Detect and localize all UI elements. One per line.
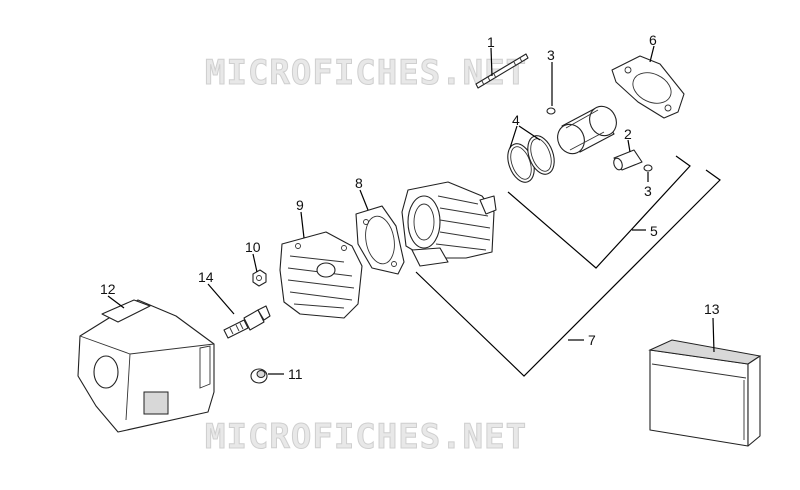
group-bracket-7 [415, 169, 721, 377]
cylinder-head-icon [279, 231, 363, 319]
callout-1: 1 [487, 34, 495, 50]
callout-6: 6 [649, 32, 657, 48]
callout-3-lower: 3 [644, 183, 652, 199]
group-bracket-5 [507, 155, 691, 269]
callout-10: 10 [245, 239, 261, 255]
piston-pin-icon [613, 149, 643, 171]
circlip-icon [546, 107, 556, 115]
watermark-top: MICROFICHES.NET [205, 53, 527, 93]
cylinder-shroud-icon [77, 299, 215, 433]
base-gasket-icon [355, 205, 405, 275]
nut-icon [250, 368, 268, 384]
manual-booklet-icon [648, 339, 762, 447]
callout-11: 11 [288, 366, 303, 382]
callout-4: 4 [512, 112, 520, 128]
head-gasket-icon [611, 55, 685, 119]
callout-2: 2 [624, 126, 632, 142]
callout-8: 8 [355, 175, 363, 191]
stud-bolt-icon [475, 53, 529, 89]
leader-lines [107, 45, 715, 375]
circlip-icon [643, 164, 653, 172]
callout-9: 9 [296, 197, 304, 213]
cylinder-icon [401, 181, 497, 267]
watermark-bottom: MICROFICHES.NET [205, 417, 527, 457]
callout-13: 13 [704, 301, 720, 317]
nut-icon [252, 269, 267, 287]
callout-3-upper: 3 [547, 47, 555, 63]
spark-plug-icon [223, 305, 271, 339]
callout-5: 5 [650, 223, 658, 239]
callout-14: 14 [198, 269, 214, 285]
callout-12: 12 [100, 281, 116, 297]
callout-7: 7 [588, 332, 596, 348]
piston-rings-icon [507, 135, 555, 183]
piston-icon [557, 105, 617, 155]
